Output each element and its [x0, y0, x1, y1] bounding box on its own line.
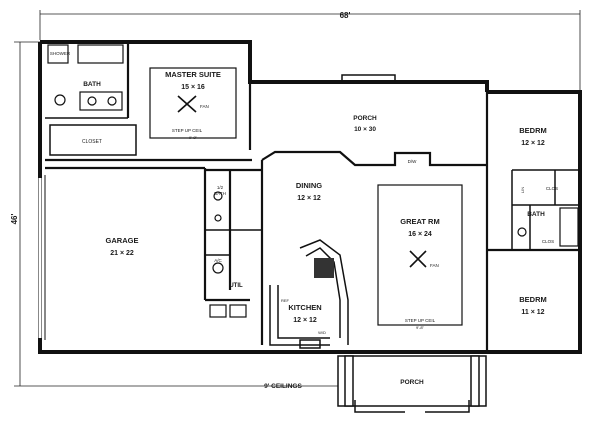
great-room-ceiling-outline: [377, 184, 463, 326]
width-label: 68': [340, 11, 351, 20]
bedroom-1-label: BEDRM: [519, 126, 547, 135]
room-labels: SHOWER BATH CLOSET MASTER SUITE 15 × 16 …: [50, 51, 558, 390]
front-porch: [337, 355, 487, 413]
master-suite-label: MASTER SUITE: [165, 70, 221, 79]
shower-label: SHOWER: [50, 51, 71, 56]
util-label: UTIL: [229, 283, 243, 289]
master-ceiling-outline: [149, 67, 237, 139]
kitchen-label: KITCHEN: [288, 303, 321, 312]
master-ceiling-height: 9'-8": [189, 135, 198, 140]
fan-label: FAN: [200, 104, 209, 109]
dining-label: DINING: [296, 181, 322, 190]
bedroom-2-size: 11 × 12: [521, 309, 544, 316]
front-porch-label: PORCH: [400, 379, 424, 386]
rear-porch: [341, 74, 396, 82]
ref-label: REF: [281, 298, 290, 303]
great-room-size: 16 × 24: [408, 231, 432, 238]
depth-label: 46': [10, 214, 19, 225]
garage-label: GARAGE: [106, 236, 139, 245]
bedroom-2-label: BEDRM: [519, 295, 547, 304]
interior-walls: [45, 42, 580, 352]
dw-label: D/W: [408, 159, 418, 164]
width-dimension: 68': [39, 10, 581, 90]
closet-label: CLOSET: [82, 139, 102, 145]
ceilings-note: 9' CEILINGS: [264, 383, 302, 390]
kitchen-size: 12 × 12: [293, 317, 317, 324]
depth-dimension: 46': [10, 41, 338, 387]
fan-label: FAN: [430, 263, 439, 268]
closet-2-label: CLOS: [542, 239, 554, 244]
kitchen-counters: [269, 239, 349, 349]
master-ceiling-label: STEP UP CEIL: [172, 128, 203, 133]
bath-fixtures: [47, 44, 579, 318]
wd-label: W/D: [318, 330, 326, 335]
great-room-ceiling-height: 9'-8": [416, 325, 425, 330]
ac-label: A/C: [214, 258, 222, 263]
garage-size: 21 × 22: [110, 250, 134, 257]
master-bath-label: BATH: [83, 81, 101, 88]
half-bath-label: 1/2: [217, 185, 224, 190]
dining-size: 12 × 12: [297, 195, 321, 202]
closet-1-label: CLOS: [546, 186, 558, 191]
bath-2-label: BATH: [527, 211, 545, 218]
fan-icon: [177, 95, 197, 113]
linen-label: LIN: [520, 187, 525, 193]
fan-icon: [409, 250, 427, 268]
great-room-label: GREAT RM: [400, 217, 439, 226]
master-suite-size: 15 × 16: [181, 84, 205, 91]
great-room-ceiling-label: STEP UP CEIL: [405, 318, 436, 323]
rear-porch-label: PORCH: [353, 115, 377, 122]
rear-porch-size: 10 × 30: [354, 126, 376, 133]
bedroom-1-size: 12 × 12: [521, 140, 545, 147]
half-bath-label-2: BATH: [214, 191, 226, 196]
